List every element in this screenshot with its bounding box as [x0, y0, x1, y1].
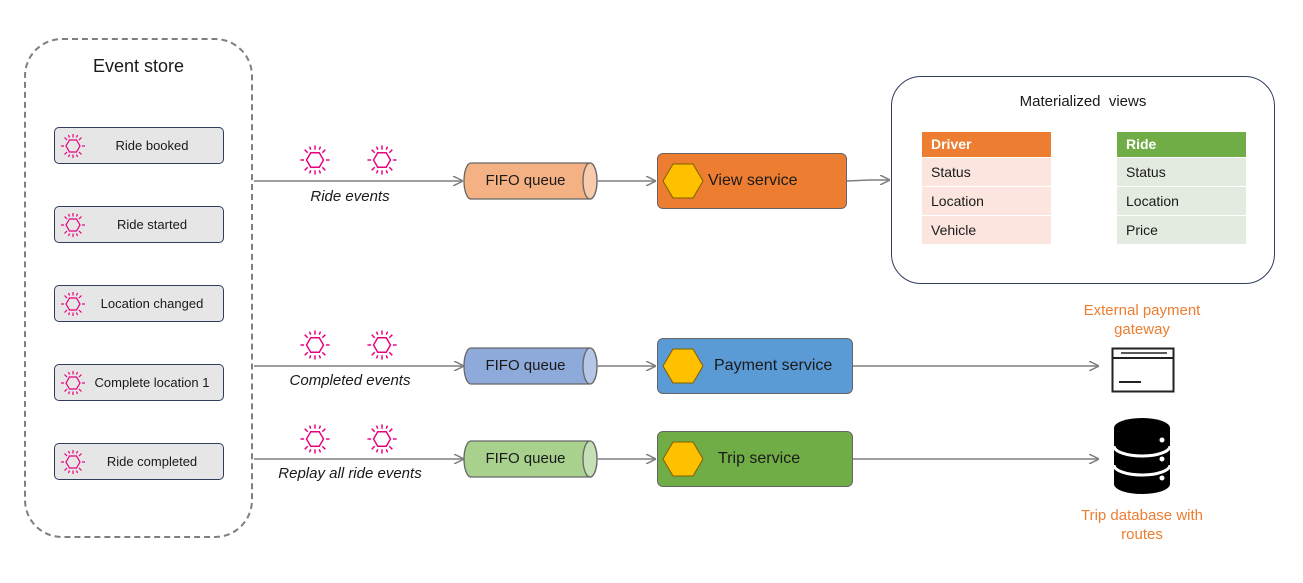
queue-label: FIFO queue — [485, 357, 566, 374]
queue-label: FIFO queue — [485, 172, 566, 189]
browser-window-icon — [1111, 347, 1175, 393]
service-label: Trip service — [718, 450, 801, 467]
hexagon-icon — [662, 348, 704, 384]
fifo-queue-3: FIFO queue — [463, 440, 599, 478]
driver-view-table: Driver Status Location Vehicle — [922, 132, 1051, 244]
table-row: Status — [922, 157, 1051, 186]
fifo-queue-1: FIFO queue — [463, 162, 599, 200]
event-icon — [60, 211, 86, 238]
event-complete-location: Complete location 1 — [54, 364, 224, 401]
event-label: Location changed — [100, 296, 204, 311]
event-label: Ride completed — [106, 454, 198, 469]
trip-database-line2: routes — [1121, 526, 1163, 543]
event-icon — [60, 369, 86, 396]
arrow-view-service-to-views — [846, 180, 889, 181]
flow-label-replay-events: Replay all ride events — [278, 465, 422, 482]
flow-label-ride-events: Ride events — [310, 188, 390, 205]
event-ride-started: Ride started — [54, 206, 224, 243]
event-icon — [366, 329, 398, 361]
event-icon — [60, 290, 86, 317]
event-location-changed: Location changed — [54, 285, 224, 322]
external-payment-label: External payment gateway — [1057, 301, 1227, 339]
event-icon — [60, 132, 86, 159]
database-icon — [1112, 418, 1172, 494]
queue-label: FIFO queue — [485, 450, 566, 467]
event-label: Ride booked — [115, 138, 189, 153]
table-header: Ride — [1117, 132, 1246, 157]
event-store-container — [24, 38, 253, 538]
event-icon — [299, 423, 331, 455]
event-icon — [366, 423, 398, 455]
view-service: View service — [657, 153, 847, 209]
hexagon-icon — [662, 163, 704, 199]
table-row: Vehicle — [922, 215, 1051, 244]
event-ride-completed: Ride completed — [54, 443, 224, 480]
external-payment-line1: External payment — [1083, 302, 1201, 319]
table-row: Price — [1117, 215, 1246, 244]
queue-cylinder-icon — [463, 440, 598, 478]
event-icon — [366, 144, 398, 176]
queue-cylinder-icon — [463, 347, 598, 385]
queue-cylinder-icon — [463, 162, 598, 200]
table-header: Driver — [922, 132, 1051, 157]
external-payment-line2: gateway — [1114, 321, 1170, 338]
event-ride-booked: Ride booked — [54, 127, 224, 164]
table-row: Location — [922, 186, 1051, 215]
materialized-views-container — [891, 76, 1275, 284]
event-icon — [299, 144, 331, 176]
ride-view-table: Ride Status Location Price — [1117, 132, 1246, 244]
trip-database-label: Trip database with routes — [1057, 506, 1227, 544]
hexagon-icon — [662, 441, 704, 477]
event-label: Ride started — [116, 217, 188, 232]
fifo-queue-2: FIFO queue — [463, 347, 599, 385]
table-row: Status — [1117, 157, 1246, 186]
trip-database-line1: Trip database with — [1080, 507, 1203, 524]
event-icon — [60, 448, 86, 475]
trip-service: Trip service — [657, 431, 853, 487]
event-store-title: Event store — [92, 56, 185, 76]
event-icon — [299, 329, 331, 361]
event-label: Complete location 1 — [94, 375, 210, 390]
table-row: Location — [1117, 186, 1246, 215]
materialized-views-title: Materialized views — [1019, 93, 1147, 110]
flow-label-completed-events: Completed events — [289, 372, 411, 389]
payment-service: Payment service — [657, 338, 853, 394]
service-label: View service — [708, 172, 798, 189]
service-label: Payment service — [714, 357, 833, 374]
